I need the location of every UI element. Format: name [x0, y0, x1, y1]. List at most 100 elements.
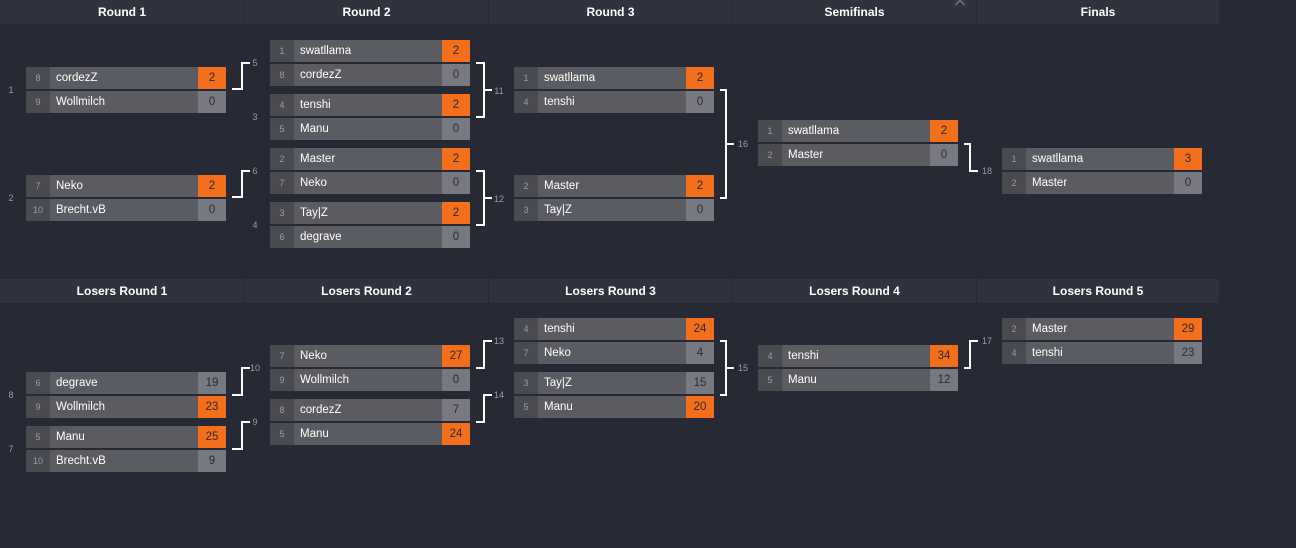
team-score: 23 — [1174, 342, 1202, 364]
team-score: 23 — [198, 396, 226, 418]
team-seed: 2 — [1002, 318, 1026, 340]
team-name: Master — [788, 149, 824, 161]
team-seed: 9 — [270, 369, 294, 391]
losers-match-number: 9 — [252, 417, 258, 427]
losers-match-number: 7 — [8, 444, 14, 454]
team-score: 0 — [442, 226, 470, 248]
team-name: degrave — [300, 231, 342, 243]
close-icon[interactable]: ✕ — [952, 0, 968, 11]
team-row[interactable]: 2 Master 0 — [758, 144, 958, 166]
team-name: tenshi — [788, 350, 819, 362]
team-seed: 5 — [514, 396, 538, 418]
team-score: 2 — [930, 120, 958, 142]
team-score: 2 — [442, 202, 470, 224]
team-name: Brecht.vB — [56, 204, 106, 216]
losers-match-number: 15 — [737, 363, 748, 373]
team-score: 34 — [930, 345, 958, 367]
team-seed: 5 — [270, 118, 294, 140]
team-name: cordezZ — [56, 72, 98, 84]
team-score: 3 — [1174, 148, 1202, 170]
team-seed: 3 — [514, 199, 538, 221]
losers-match-number: 10 — [249, 363, 260, 373]
team-seed: 1 — [514, 67, 538, 89]
team-name: Neko — [544, 347, 571, 359]
team-score: 15 — [686, 372, 714, 394]
team-seed: 5 — [26, 426, 50, 448]
header-finals: Finals — [976, 0, 1219, 24]
team-name: tenshi — [300, 99, 331, 111]
team-score: 7 — [442, 399, 470, 421]
winners-match-number: 12 — [493, 194, 504, 204]
team-score: 19 — [198, 372, 226, 394]
team-score: 0 — [198, 91, 226, 113]
winners-match-number: 1 — [8, 85, 14, 95]
team-seed: 4 — [514, 318, 538, 340]
team-score: 0 — [1174, 172, 1202, 194]
team-seed: 2 — [758, 144, 782, 166]
team-name: swatllama — [300, 45, 352, 57]
team-score: 9 — [198, 450, 226, 472]
losers-match-number: 13 — [493, 336, 504, 346]
team-score: 0 — [930, 144, 958, 166]
team-score: 0 — [442, 172, 470, 194]
team-seed: 5 — [270, 423, 294, 445]
team-score: 24 — [442, 423, 470, 445]
winners-match-number: 18 — [981, 166, 992, 176]
team-seed: 2 — [514, 175, 538, 197]
team-seed: 4 — [270, 94, 294, 116]
